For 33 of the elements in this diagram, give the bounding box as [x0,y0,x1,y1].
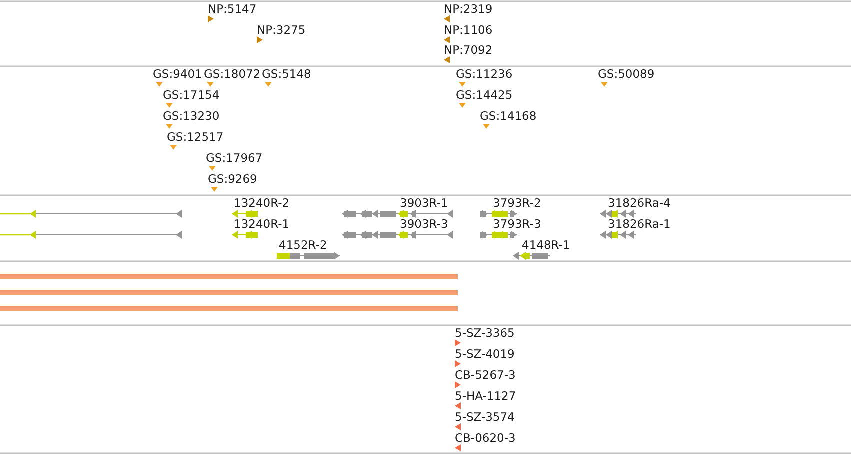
feature-label: CB-5267-3 [455,368,516,382]
gene-label: 31826Ra-1 [608,217,671,231]
feature-label: NP:7092 [444,43,493,57]
gene-label: 3793R-2 [493,196,542,210]
feature-label: 5-HA-1127 [455,389,516,403]
feature-label: GS:9401 [153,67,202,81]
gene-label: 3793R-3 [493,217,542,231]
feature-label: NP:1106 [444,23,493,37]
feature-label: GS:17967 [206,151,263,165]
feature-label: GS:12517 [167,130,224,144]
feature-label: GS:14425 [456,88,513,102]
gene-label: 13240R-2 [234,196,290,210]
feature-label: GS:50089 [598,67,655,81]
gene-label: 13240R-1 [234,217,290,231]
gene-label: 31826Ra-4 [608,196,671,210]
feature-label: GS:18072 [204,67,261,81]
feature-label: GS:17154 [163,88,220,102]
feature-label: GS:14168 [480,109,537,123]
feature-label: 5-SZ-4019 [455,347,515,361]
gene-label: 4148R-1 [522,238,570,252]
feature-label: GS:11236 [456,67,513,81]
feature-label: GS:9269 [208,172,258,186]
gene-label: 3903R-3 [400,217,448,231]
feature-label: CB-0620-3 [455,431,516,445]
gene-label: 3903R-1 [400,196,448,210]
feature-label: 5-SZ-3574 [455,410,515,424]
feature-label: GS:13230 [163,109,220,123]
feature-label: NP:3275 [257,23,306,37]
gene-label: 4152R-2 [279,238,328,252]
feature-label: NP:5147 [208,2,257,16]
feature-label: NP:2319 [444,2,493,16]
feature-label: 5-SZ-3365 [455,326,515,340]
feature-label: GS:5148 [262,67,312,81]
